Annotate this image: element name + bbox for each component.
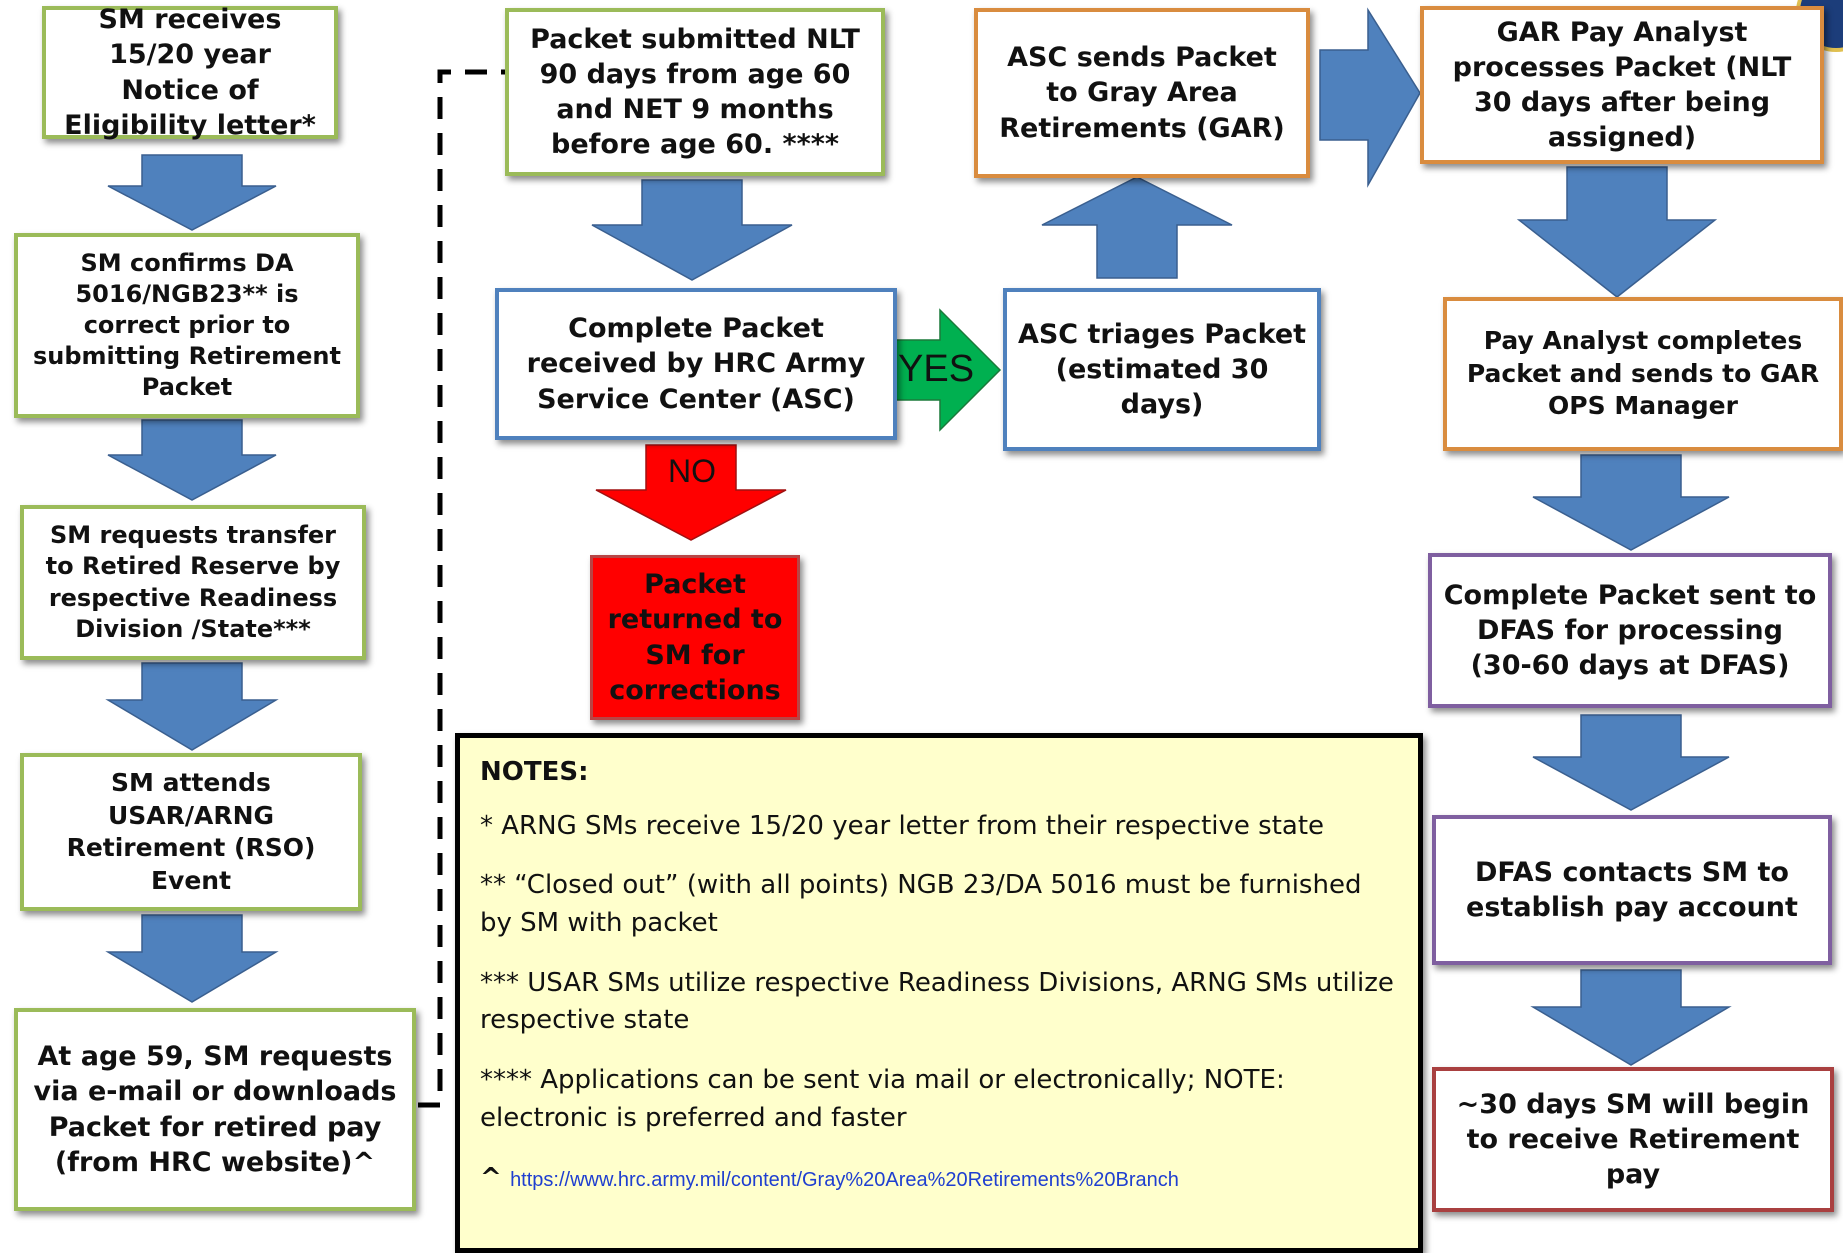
right-arrow <box>1319 7 1421 188</box>
step-confirm-da5016: SM confirms DA 5016/NGB23** is correct p… <box>14 233 360 418</box>
step-sent-to-dfas: Complete Packet sent to DFAS for process… <box>1428 553 1832 708</box>
step-begin-retirement-pay: ~30 days SM will begin to receive Retire… <box>1432 1067 1834 1212</box>
down-arrow <box>591 179 793 281</box>
note-item: **** Applications can be sent via mail o… <box>480 1065 1285 1133</box>
note-item: ** “Closed out” (with all points) NGB 23… <box>480 870 1362 939</box>
down-arrow <box>1530 969 1732 1066</box>
notes-panel: NOTES: * ARNG SMs receive 15/20 year let… <box>455 733 1423 1253</box>
no-arrow <box>595 444 787 541</box>
step-packet-received: Complete Packet received by HRC Army Ser… <box>495 288 897 440</box>
note-item: *** USAR SMs utilize respective Readines… <box>480 967 1394 1036</box>
flow-arrows <box>105 7 1732 1108</box>
step-packet-returned: Packet returned to SM for corrections <box>590 555 800 720</box>
step-dfas-contacts: DFAS contacts SM to establish pay accoun… <box>1432 815 1832 965</box>
down-arrow <box>105 662 279 751</box>
step-asc-triages: ASC triages Packet (estimated 30 days) <box>1003 288 1321 451</box>
step-packet-submitted: Packet submitted NLT 90 days from age 60… <box>505 8 885 176</box>
step-gar-processes: GAR Pay Analyst processes Packet (NLT 30… <box>1420 6 1824 164</box>
link-prefix: ^ <box>480 1162 502 1193</box>
yes-arrow <box>894 308 1002 432</box>
step-request-packet: At age 59, SM requests via e-mail or dow… <box>14 1008 416 1211</box>
no-label: NO <box>668 453 716 489</box>
step-attend-rso-event: SM attends USAR/ARNG Retirement (RSO) Ev… <box>20 753 362 911</box>
step-notice-of-eligibility: SM receives 15/20 year Notice of Eligibi… <box>42 4 338 141</box>
yes-label: YES <box>898 348 975 390</box>
note-item: * ARNG SMs receive 15/20 year letter fro… <box>480 810 1325 841</box>
dashed-connector <box>418 69 505 1108</box>
step-request-transfer: SM requests transfer to Retired Reserve … <box>20 505 366 660</box>
step-asc-sends: ASC sends Packet to Gray Area Retirement… <box>974 8 1310 178</box>
up-arrow <box>1041 176 1233 279</box>
notes-title: NOTES: <box>480 757 589 787</box>
step-pay-analyst-completes: Pay Analyst completes Packet and sends t… <box>1443 297 1843 451</box>
hrc-website-link[interactable]: https://www.hrc.army.mil/content/Gray%20… <box>510 1168 1179 1191</box>
down-arrow <box>107 419 277 501</box>
down-arrow <box>1516 166 1718 298</box>
down-arrow <box>107 154 277 231</box>
down-arrow <box>105 914 279 1003</box>
note-link-row: ^ https://www.hrc.army.mil/content/Gray%… <box>480 1160 1398 1198</box>
down-arrow <box>1532 454 1730 551</box>
down-arrow <box>1532 714 1730 811</box>
